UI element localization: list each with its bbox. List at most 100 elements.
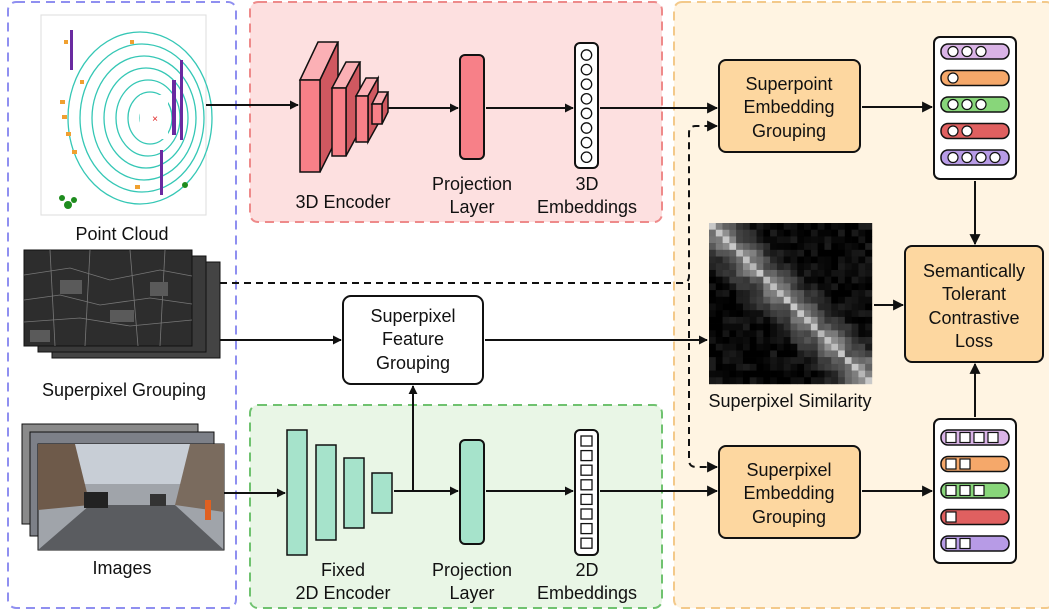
similarity-cell bbox=[736, 223, 744, 230]
similarity-cell bbox=[715, 256, 723, 264]
similarity-cell bbox=[770, 229, 778, 237]
similarity-cell bbox=[756, 236, 764, 244]
similarity-cell bbox=[709, 343, 716, 351]
similarity-cell bbox=[722, 303, 730, 311]
similarity-cell bbox=[729, 229, 737, 237]
similarity-cell bbox=[804, 243, 812, 251]
similarity-cell bbox=[831, 303, 839, 311]
similarity-cell bbox=[838, 316, 846, 324]
similarity-cell bbox=[715, 290, 723, 297]
similarity-cell bbox=[715, 350, 723, 358]
similarity-cell bbox=[770, 263, 778, 271]
similarity-cell bbox=[817, 256, 825, 264]
similarity-cell bbox=[790, 377, 798, 385]
similarity-cell bbox=[810, 310, 818, 318]
similarity-cell bbox=[749, 296, 757, 304]
similarity-cell bbox=[715, 343, 723, 351]
group-member-square bbox=[959, 458, 971, 470]
similarity-cell bbox=[790, 370, 798, 378]
similarity-cell bbox=[817, 243, 825, 251]
3d-embeddings bbox=[574, 42, 599, 169]
similarity-cell bbox=[749, 269, 757, 277]
similarity-cell bbox=[858, 350, 866, 358]
similarity-cell bbox=[749, 310, 757, 318]
similarity-cell bbox=[804, 296, 812, 304]
group-bar bbox=[940, 122, 1010, 140]
similarity-cell bbox=[824, 256, 832, 264]
similarity-cell bbox=[776, 377, 784, 385]
fixed-encoder-label-2: 2D Encoder bbox=[295, 583, 390, 603]
similarity-cell bbox=[776, 243, 784, 251]
similarity-cell bbox=[831, 350, 839, 358]
similarity-cell bbox=[749, 357, 757, 365]
superpixel-embedding-grouping-box bbox=[718, 445, 861, 539]
similarity-cell bbox=[729, 316, 737, 324]
similarity-cell bbox=[715, 303, 723, 311]
similarity-cell bbox=[831, 296, 839, 304]
similarity-cell bbox=[844, 350, 852, 358]
group-member-circle bbox=[975, 45, 987, 58]
similarity-cell bbox=[831, 236, 839, 244]
similarity-cell bbox=[797, 316, 805, 324]
similarity-cell bbox=[742, 350, 750, 358]
similarity-cell bbox=[756, 323, 764, 331]
similarity-cell bbox=[797, 269, 805, 277]
similarity-cell bbox=[858, 296, 866, 304]
similarity-cell bbox=[831, 337, 839, 344]
similarity-cell bbox=[736, 236, 744, 244]
similarity-cell bbox=[709, 263, 716, 271]
similarity-cell bbox=[783, 229, 791, 237]
similarity-cell bbox=[709, 310, 716, 318]
similarity-cell bbox=[865, 316, 873, 324]
similarity-cell bbox=[763, 357, 771, 365]
group-member-square bbox=[945, 458, 957, 470]
similarity-cell bbox=[858, 363, 866, 371]
group-member-circle bbox=[947, 151, 959, 164]
similarity-cell bbox=[790, 283, 798, 291]
similarity-cell bbox=[838, 370, 846, 378]
similarity-cell bbox=[715, 243, 723, 251]
similarity-cell bbox=[858, 337, 866, 344]
similarity-cell bbox=[817, 303, 825, 311]
similarity-cell bbox=[838, 343, 846, 351]
similarity-cell bbox=[783, 303, 791, 311]
similarity-cell bbox=[844, 343, 852, 351]
similarity-cell bbox=[770, 283, 778, 291]
similarity-cell bbox=[729, 249, 737, 257]
group-bar bbox=[940, 455, 1010, 473]
similarity-cell bbox=[729, 303, 737, 311]
similarity-cell bbox=[763, 290, 771, 297]
similarity-cell bbox=[749, 256, 757, 264]
similarity-cell bbox=[838, 296, 846, 304]
similarity-cell bbox=[776, 283, 784, 291]
similarity-cell bbox=[858, 330, 866, 338]
similarity-cell bbox=[858, 316, 866, 324]
similarity-cell bbox=[709, 377, 716, 385]
similarity-cell bbox=[729, 377, 737, 385]
similarity-cell bbox=[810, 229, 818, 237]
similarity-cell bbox=[770, 343, 778, 351]
similarity-cell bbox=[810, 283, 818, 291]
similarity-cell bbox=[715, 337, 723, 344]
similarity-cell bbox=[722, 296, 730, 304]
similarity-cell bbox=[838, 330, 846, 338]
similarity-cell bbox=[756, 243, 764, 251]
similarity-cell bbox=[797, 343, 805, 351]
similarity-cell bbox=[742, 223, 750, 230]
similarity-cell bbox=[831, 283, 839, 291]
similarity-cell bbox=[709, 330, 716, 338]
superpixel-grouping-image bbox=[23, 249, 221, 359]
embedding-circle bbox=[580, 122, 593, 134]
svg-text:×: × bbox=[152, 114, 158, 125]
similarity-cell bbox=[797, 310, 805, 318]
similarity-cell bbox=[776, 323, 784, 331]
similarity-cell bbox=[722, 310, 730, 318]
similarity-cell bbox=[749, 276, 757, 284]
similarity-cell bbox=[776, 343, 784, 351]
similarity-cell bbox=[804, 263, 812, 271]
similarity-cell bbox=[804, 283, 812, 291]
similarity-cell bbox=[756, 223, 764, 230]
similarity-cell bbox=[709, 276, 716, 284]
similarity-cell bbox=[810, 343, 818, 351]
group-member-circle bbox=[947, 98, 959, 111]
